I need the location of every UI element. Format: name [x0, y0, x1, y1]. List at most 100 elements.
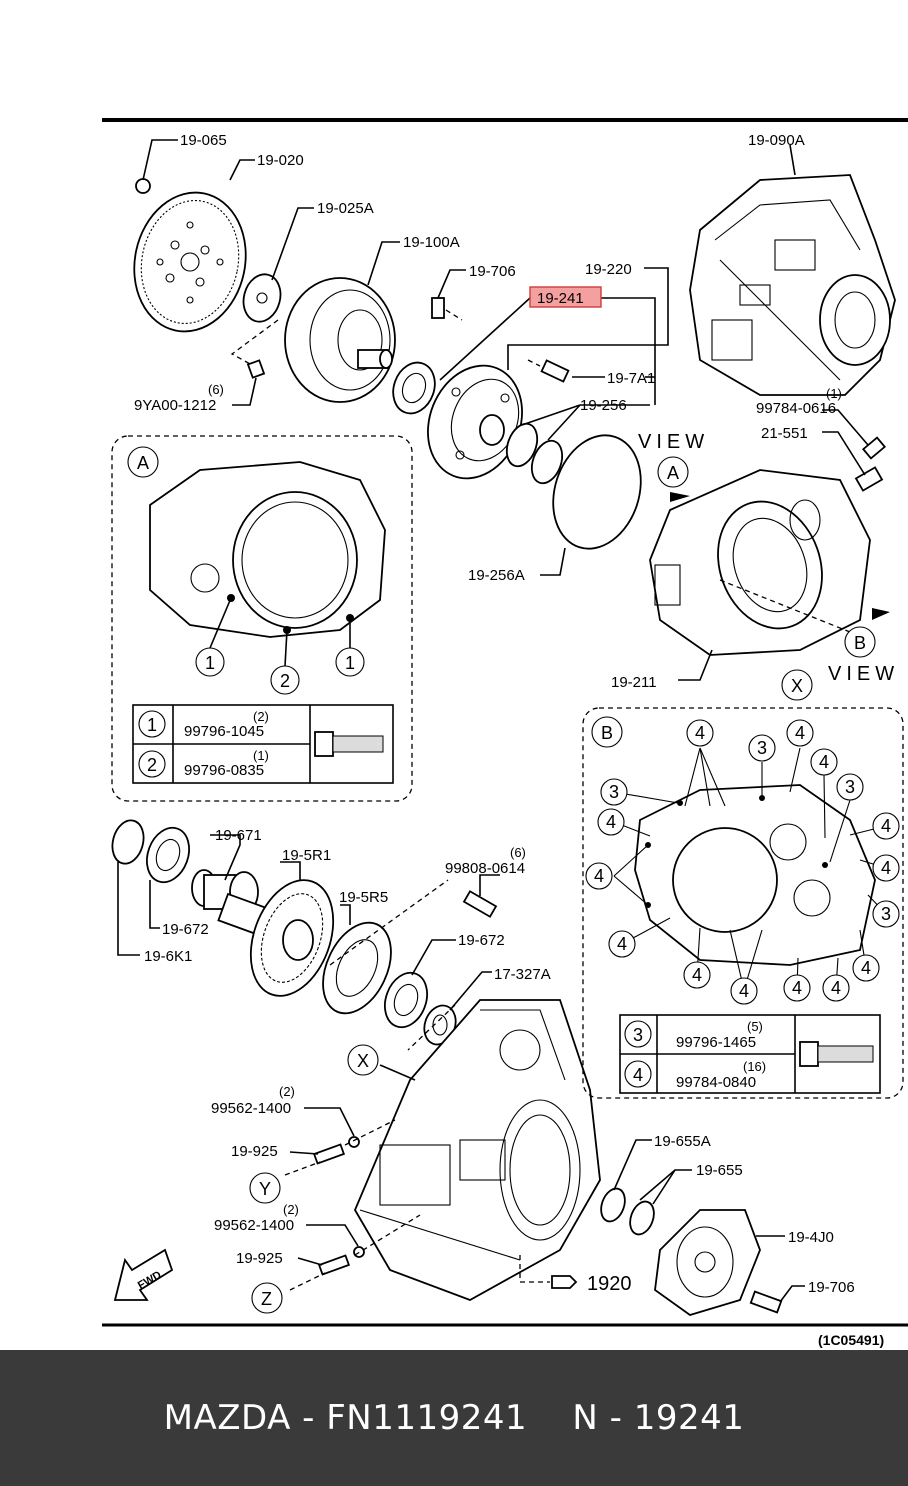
table-b-qty-1: (5): [747, 1019, 763, 1034]
housing-view-a-drawing: [149, 461, 386, 638]
box-b-callout: 4: [881, 858, 891, 878]
footer-bar: MAZDA - FN1119241 N - 19241: [0, 1350, 908, 1486]
view-z-letter: Z: [261, 1289, 272, 1309]
label-19-5R5[interactable]: 19-5R5: [339, 889, 388, 906]
box-b-callout: 4: [695, 723, 705, 743]
highlight-box: [529, 286, 602, 308]
label-19-211[interactable]: 19-211: [611, 674, 657, 691]
label-19-241[interactable]: 19-241: [537, 290, 584, 307]
table-b-part-2[interactable]: 99784-0840: [676, 1074, 756, 1091]
qty-9YA00: (6): [208, 382, 224, 397]
table-a-qty-2: (1): [253, 748, 269, 763]
housing-view-b-drawing: [634, 784, 876, 966]
label-19-220[interactable]: 19-220: [585, 261, 632, 278]
view-x-letter-case: X: [357, 1051, 369, 1071]
box-b-callout: 3: [757, 738, 767, 758]
table-a-key-2: 2: [147, 755, 157, 775]
view-a-label: VIEW: [638, 431, 709, 453]
label-19-706-top[interactable]: 19-706: [469, 263, 516, 280]
box-b-callout: 4: [606, 812, 616, 832]
label-19-925-b[interactable]: 19-925: [236, 1250, 283, 1267]
label-19-065[interactable]: 19-065: [180, 132, 227, 149]
transmission-case-drawing: [353, 999, 601, 1301]
label-19-672-right[interactable]: 19-672: [458, 932, 505, 949]
label-19-655A[interactable]: 19-655A: [654, 1133, 711, 1150]
box-b-label: B: [601, 723, 613, 743]
label-19-655[interactable]: 19-655: [696, 1162, 743, 1179]
drive-gear-drawing: [249, 879, 335, 997]
box-b-callout: 4: [795, 723, 805, 743]
table-b-key-3: 3: [633, 1025, 643, 1045]
box-b-callout: 4: [881, 816, 891, 836]
label-19-925-a[interactable]: 19-925: [231, 1143, 278, 1160]
label-19-672-left[interactable]: 19-672: [162, 921, 209, 938]
box-a-callout-3: 1: [345, 653, 355, 673]
table-a-part-1[interactable]: 99796-1045: [184, 723, 264, 740]
box-a-callout-1: 1: [205, 653, 215, 673]
table-a-key-1: 1: [147, 715, 157, 735]
box-b-callout: 4: [792, 978, 802, 998]
box-b-callout: 4: [861, 958, 871, 978]
converter-housing-drawing: [649, 469, 871, 656]
footer-gap: [527, 1398, 572, 1438]
box-a-callout-2: 2: [280, 671, 290, 691]
qty-99562-1400-a: (2): [279, 1084, 295, 1099]
label-99562-1400-b[interactable]: 99562-1400: [214, 1217, 294, 1234]
torque-converter-drawing: [284, 277, 396, 403]
flexplate-drawing: [133, 178, 247, 333]
box-b-callout: 4: [617, 934, 627, 954]
box-b-callout: 4: [692, 965, 702, 985]
label-19-256A[interactable]: 19-256A: [468, 567, 525, 584]
box-b-callout: 4: [739, 981, 749, 1001]
label-19-7A1[interactable]: 19-7A1: [607, 370, 655, 387]
oil-pump-drawing: [427, 364, 523, 480]
footer-suffix: N - 19241: [572, 1398, 745, 1438]
label-19-256[interactable]: 19-256: [580, 397, 627, 414]
label-21-551[interactable]: 21-551: [761, 425, 808, 442]
reference-code: (1C05491): [818, 1332, 884, 1348]
qty-99562-1400-b: (2): [283, 1202, 299, 1217]
label-99562-1400-a[interactable]: 99562-1400: [211, 1100, 291, 1117]
label-99784-0616[interactable]: 99784-0616: [756, 400, 836, 417]
table-b-qty-2: (16): [743, 1059, 766, 1074]
table-a-part-2[interactable]: 99796-0835: [184, 762, 264, 779]
label-99808-0614[interactable]: 99808-0614: [445, 860, 525, 877]
gear-shaft-drawing: [191, 869, 267, 936]
view-b-letter: B: [854, 633, 866, 653]
label-19-100A[interactable]: 19-100A: [403, 234, 460, 251]
label-17-327A[interactable]: 17-327A: [494, 966, 551, 983]
box-b-callout: 3: [845, 777, 855, 797]
qty-99784-0616: (1): [826, 386, 842, 401]
label-1920[interactable]: 1920: [587, 1273, 632, 1295]
box-a-label: A: [137, 453, 149, 473]
footer-part-number: FN1119241: [326, 1398, 528, 1438]
label-19-025A[interactable]: 19-025A: [317, 200, 374, 217]
label-19-671[interactable]: 19-671: [215, 827, 262, 844]
exploded-parts-diagram: 19-065 19-020 19-025A 19-100A 19-706 19-…: [102, 118, 908, 1348]
footer-brand: MAZDA: [163, 1398, 291, 1438]
view-y-letter: Y: [259, 1179, 271, 1199]
footer-separator: -: [290, 1398, 327, 1438]
fwd-arrow-icon: [113, 1248, 174, 1301]
view-x-letter-top: X: [791, 676, 803, 696]
bolt-icon: [799, 1041, 874, 1067]
label-19-4J0[interactable]: 19-4J0: [788, 1229, 834, 1246]
label-19-090A[interactable]: 19-090A: [748, 132, 805, 149]
label-19-6K1[interactable]: 19-6K1: [144, 948, 192, 965]
bolt-drawing: [246, 359, 266, 379]
table-b-part-1[interactable]: 99796-1465: [676, 1034, 756, 1051]
label-19-020[interactable]: 19-020: [257, 152, 304, 169]
box-b-callout: 4: [831, 978, 841, 998]
table-b-key-4: 4: [633, 1065, 643, 1085]
table-a-qty-1: (2): [253, 709, 269, 724]
label-19-5R1[interactable]: 19-5R1: [282, 847, 331, 864]
side-cover-drawing: [654, 1209, 761, 1316]
label-19-706-bottom[interactable]: 19-706: [808, 1279, 855, 1296]
view-b-label: VIEW: [828, 663, 899, 685]
transaxle-drawing: [689, 174, 896, 396]
label-9YA00-1212[interactable]: 9YA00-1212: [134, 397, 216, 414]
box-b-callout: 3: [881, 904, 891, 924]
bolt-icon: [314, 731, 384, 757]
box-b-callout: 3: [609, 782, 619, 802]
qty-99808-0614: (6): [510, 845, 526, 860]
